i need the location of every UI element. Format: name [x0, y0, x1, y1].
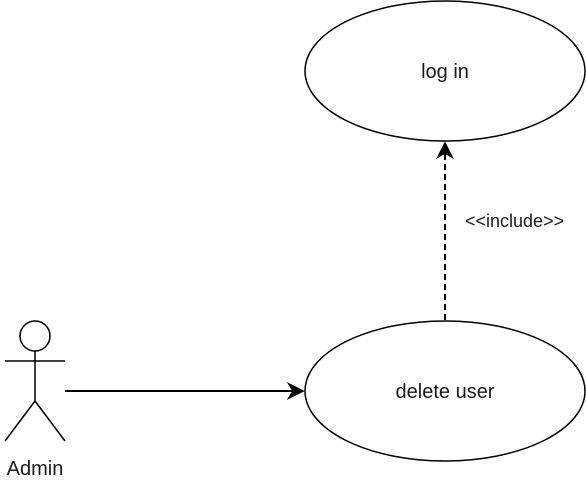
stick-figure-icon	[4, 320, 66, 442]
use-case-delete-user-label: delete user	[396, 381, 495, 403]
include-relationship[interactable]: <<include>>	[436, 141, 564, 320]
include-label: <<include>>	[465, 211, 564, 231]
use-case-log-in-label: log in	[421, 61, 469, 83]
actor-admin-label: Admin	[7, 458, 64, 480]
use-case-delete-user-shape	[304, 320, 586, 462]
actor-admin[interactable]: Admin	[4, 320, 66, 480]
use-case-log-in-shape	[304, 0, 586, 142]
use-case-delete-user[interactable]: delete user	[304, 320, 586, 462]
use-case-log-in[interactable]: log in	[304, 0, 586, 142]
